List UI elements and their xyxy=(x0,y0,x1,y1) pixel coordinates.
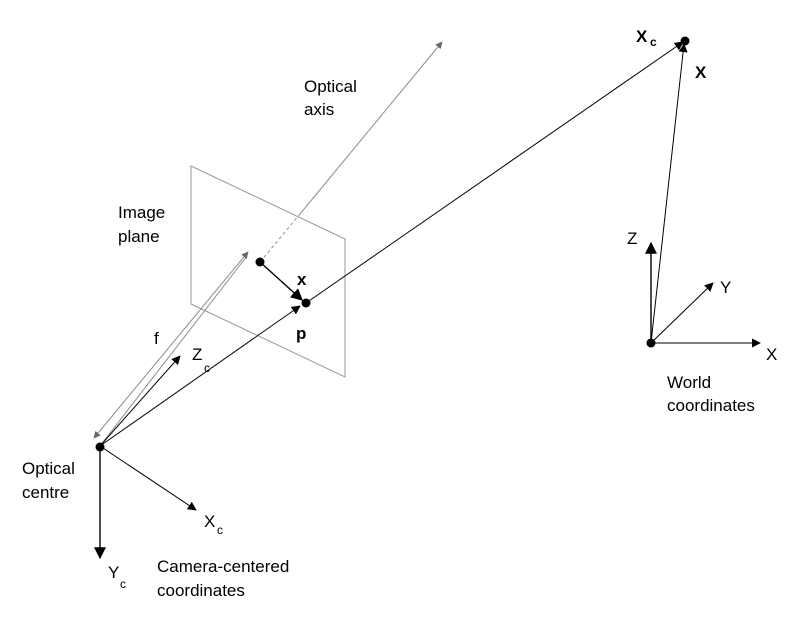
cam-y-sub: c xyxy=(120,577,126,591)
optical-axis-far xyxy=(299,41,443,215)
focal-length-arrow xyxy=(93,251,249,439)
cam-z-axis xyxy=(99,355,181,447)
camera-coords-label-1: Camera-centered xyxy=(157,557,289,576)
optical-centre-point xyxy=(95,442,105,452)
optical-centre-label-2: centre xyxy=(22,483,69,502)
optical-axis-label-1: Optical xyxy=(304,77,357,96)
optical-axis-label-2: axis xyxy=(304,100,334,119)
optical-axis-hidden xyxy=(259,213,301,263)
image-plane-label-2: plane xyxy=(118,227,160,246)
point-x-label: x xyxy=(297,270,307,289)
camera-coords-label-2: coordinates xyxy=(157,581,245,600)
world-point-label: X xyxy=(695,63,707,82)
cam-z-sub: c xyxy=(204,361,210,375)
world-point-vector xyxy=(650,43,688,344)
optical-centre-label-1: Optical xyxy=(22,459,75,478)
focal-label: f xyxy=(154,329,159,348)
image-plane-label-1: Image xyxy=(118,203,165,222)
cam-z-label: Z xyxy=(192,345,202,364)
image-point-p xyxy=(301,298,311,308)
world-x-label: X xyxy=(766,345,777,364)
world-coords-label-1: World xyxy=(667,373,711,392)
cam-x-label: X xyxy=(204,512,215,531)
world-point xyxy=(680,36,690,46)
cam-y-label: Y xyxy=(108,563,119,582)
image-x-vector xyxy=(259,261,303,301)
cam-x-axis xyxy=(99,445,197,511)
cam-x-sub: c xyxy=(217,523,223,537)
projection-ray-near xyxy=(99,305,301,447)
image-plane xyxy=(190,165,346,378)
world-y-label: Y xyxy=(720,278,731,297)
world-z-label: Z xyxy=(627,229,637,248)
principal-point xyxy=(255,257,265,267)
world-y-axis xyxy=(650,282,714,344)
world-point-cam-label: X xyxy=(636,27,648,46)
point-p-label: p xyxy=(296,324,306,343)
world-point-cam-sub: c xyxy=(650,35,657,49)
projection-ray-far xyxy=(305,41,684,304)
world-coords-label-2: coordinates xyxy=(667,396,755,415)
optical-axis-line xyxy=(99,255,248,447)
world-origin-point xyxy=(646,338,656,348)
